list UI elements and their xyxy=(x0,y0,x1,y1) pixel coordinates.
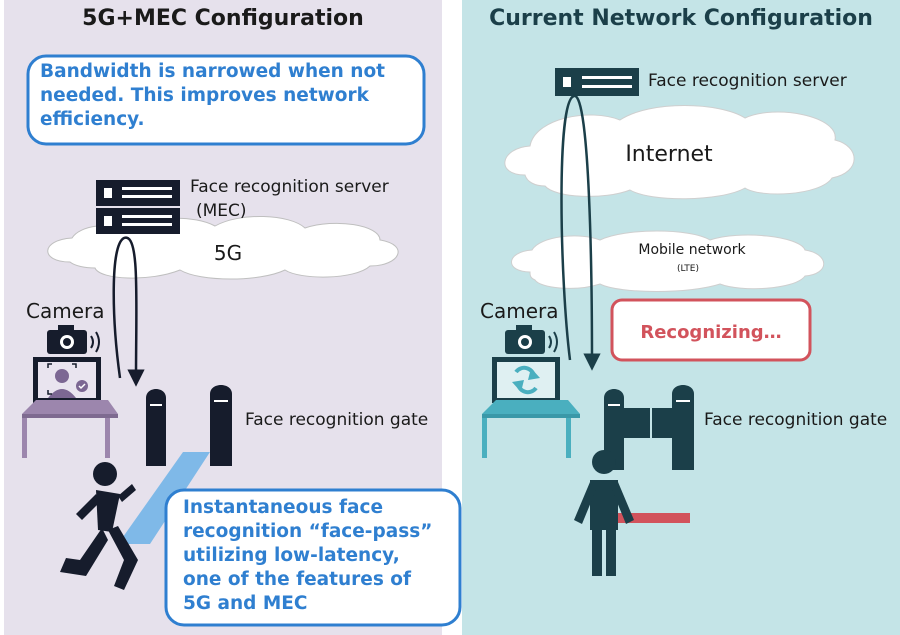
left-gate-label: Face recognition gate xyxy=(245,410,428,430)
cloud-server-label: Face recognition server xyxy=(648,71,847,91)
mec-server-label: Face recognition server xyxy=(190,177,389,197)
bandwidth-note-line: efficiency. xyxy=(40,109,145,130)
internet-cloud xyxy=(504,105,855,200)
5g-label: 5G xyxy=(214,241,242,265)
left-panel-title: 5G+MEC Configuration xyxy=(82,6,364,31)
facepass-callout xyxy=(164,488,462,627)
refresh-icon xyxy=(512,365,540,395)
facepass-note-line: utilizing low-latency, xyxy=(183,545,400,566)
right-gate-label: Face recognition gate xyxy=(704,410,887,430)
mec-server-sublabel: (MEC) xyxy=(196,201,247,221)
left-monitor xyxy=(33,357,101,412)
running-person-icon xyxy=(60,462,138,590)
internet-label: Internet xyxy=(625,142,713,167)
left-camera-label: Camera xyxy=(26,299,105,323)
right-table xyxy=(482,400,580,458)
recognizing-status-box xyxy=(610,298,812,362)
mec-loop-arrow xyxy=(112,236,145,387)
right-panel-title: Current Network Configuration xyxy=(489,6,873,31)
mobile-network-cloud xyxy=(511,230,825,292)
bandwidth-callout xyxy=(26,54,426,146)
facepass-note-line: one of the features of xyxy=(183,569,412,590)
barrier-bar xyxy=(618,513,690,523)
bandwidth-note-line: Bandwidth is narrowed when not xyxy=(40,61,385,82)
right-camera-label: Camera xyxy=(480,299,559,323)
cloud-server-icon xyxy=(555,68,639,96)
recognizing-status-label: Recognizing… xyxy=(640,322,781,343)
facepass-note-text: Instantaneous face recognition “face-pas… xyxy=(183,496,432,616)
mobile-network-sublabel: (LTE) xyxy=(677,264,699,274)
standing-person-icon xyxy=(574,450,634,576)
mobile-network-label: Mobile network xyxy=(638,242,746,258)
left-gate-icon xyxy=(146,385,232,466)
right-gate-icon xyxy=(604,385,694,470)
mec-server-icon xyxy=(96,180,180,234)
right-camera-icon xyxy=(505,325,558,354)
cloud-loop-arrow xyxy=(560,94,601,371)
bandwidth-note-line: needed. This improves network xyxy=(40,85,369,106)
left-camera-icon xyxy=(47,325,100,354)
bandwidth-note-text: Bandwidth is narrowed when not needed. T… xyxy=(40,60,385,132)
facepass-note-line: Instantaneous face xyxy=(183,497,383,518)
facepass-note-line: recognition “face-pass” xyxy=(183,521,433,542)
right-monitor xyxy=(492,357,560,412)
pass-path xyxy=(118,452,210,544)
facepass-note-line: 5G and MEC xyxy=(183,593,308,614)
left-table xyxy=(22,400,118,458)
